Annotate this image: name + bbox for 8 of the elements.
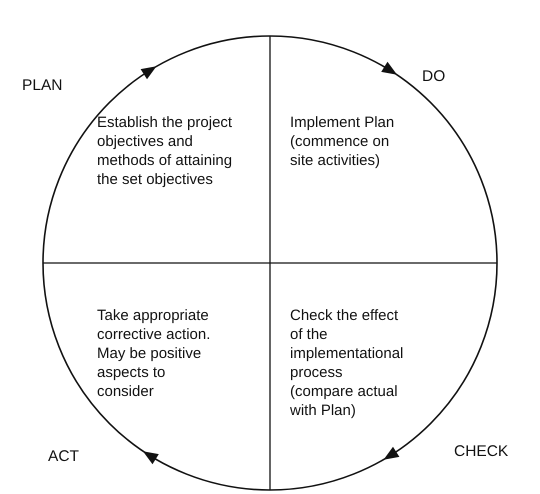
phase-label: ACT (48, 448, 79, 466)
phase-label: DO (422, 68, 446, 86)
quadrant-text: Take appropriate corrective action. May be positive aspects to consider (97, 306, 212, 401)
quadrant-text: Check the effect of the implementational process (compare actual with Plan) (290, 306, 404, 420)
phase-label: CHECK (454, 443, 508, 461)
quadrant-text: Implement Plan (commence on site activities) (290, 113, 396, 170)
quadrant-text: Establish the project objectives and methods of attaining the set objectives (97, 113, 234, 189)
phase-label: PLAN (22, 77, 62, 95)
